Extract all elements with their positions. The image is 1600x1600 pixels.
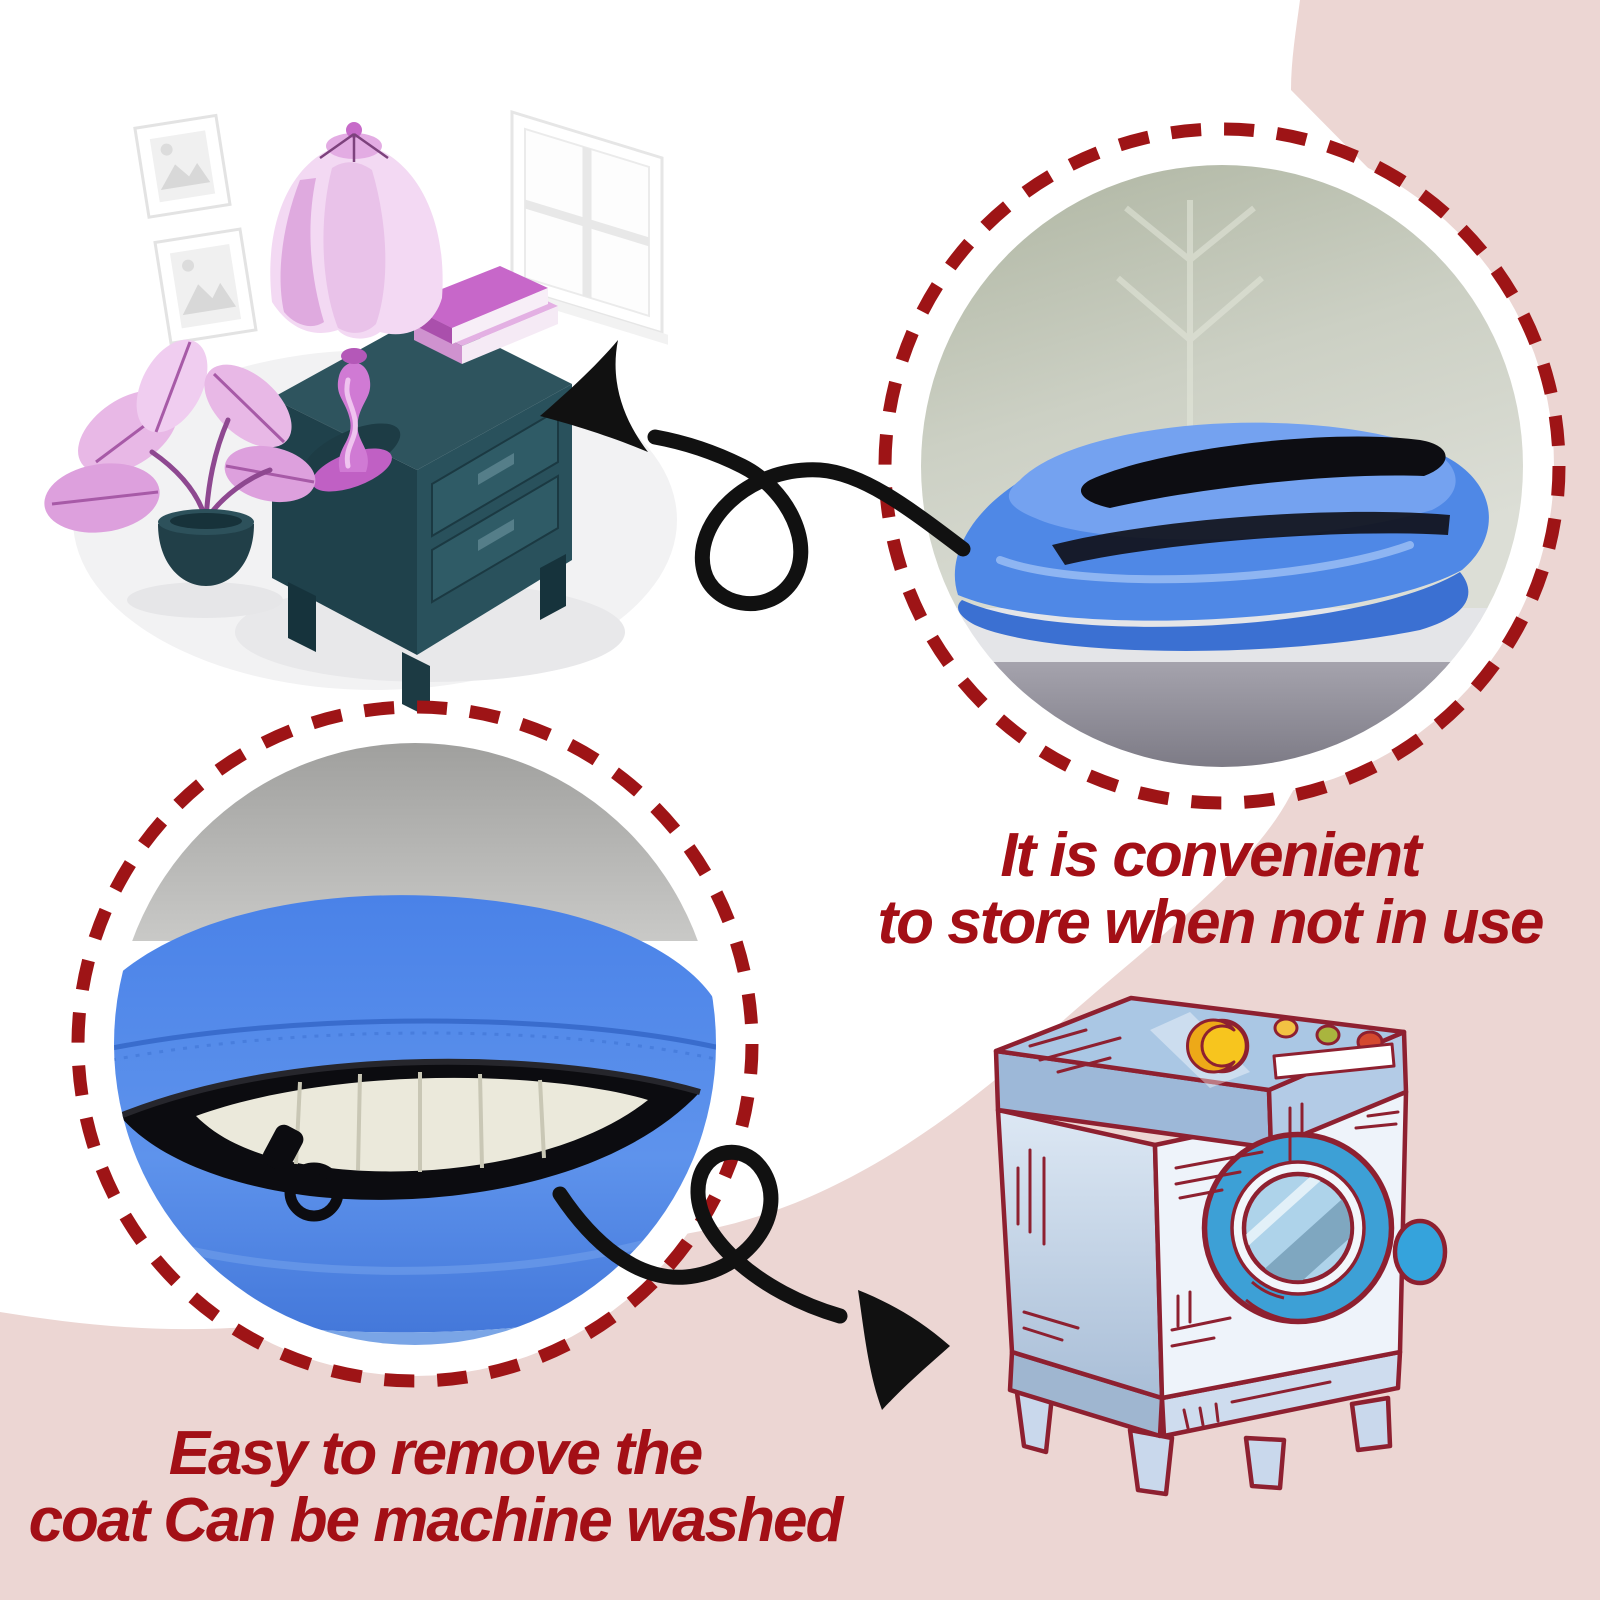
washing-machine-icon: [993, 995, 1448, 1497]
machine-side-panel: [995, 1107, 1165, 1401]
bedroom-scene: [44, 110, 677, 718]
caption-wash-line2: coat Can be machine washed: [28, 1486, 844, 1555]
dashed-border-ring: [71, 700, 759, 1388]
machine-door: [1201, 1131, 1395, 1325]
arrowhead-left: [540, 340, 648, 452]
caption-wash-line1: Easy to remove the: [168, 1419, 704, 1488]
blanket-strap: [1080, 436, 1446, 508]
dashed-border-ring: [878, 122, 1566, 810]
zipper-photo-circle: [71, 700, 759, 1388]
machine-display-slot: [1272, 1042, 1396, 1080]
window-icon: [506, 110, 668, 345]
plant-icon: [44, 339, 316, 586]
machine-leg: [1127, 1427, 1175, 1497]
storage-photo-circle: [878, 122, 1566, 810]
books-icon: [404, 266, 558, 364]
zipper-pull-ring: [284, 1162, 344, 1222]
zipper-slider: [262, 1124, 304, 1172]
liner-creases: [294, 1072, 546, 1172]
machine-leg: [1349, 1395, 1393, 1453]
machine-leg: [1243, 1435, 1287, 1491]
lamp-icon: [270, 122, 443, 492]
caption-wash: Easy to remove the coat Can be machine w…: [25, 1420, 845, 1554]
caption-store: It is convenient to store when not in us…: [820, 822, 1600, 956]
plant-shadow: [127, 582, 283, 618]
curly-arrow-to-nightstand-icon: [647, 429, 971, 612]
caption-store-line1: It is convenient: [1000, 821, 1421, 890]
zipper-pillow-photo: [114, 743, 716, 1345]
arrows: [540, 340, 971, 1410]
sketch-lines: [1016, 1028, 1400, 1430]
picture-frames-icon: [133, 113, 258, 345]
arrowhead-right: [858, 1290, 950, 1410]
wallpaper-branch: [1116, 200, 1264, 430]
curly-arrow-to-washer-icon: [552, 1144, 848, 1324]
pillow-seam: [114, 1018, 716, 1051]
caption-store-line2: to store when not in use: [877, 888, 1544, 957]
machine-button-green: [1315, 1024, 1341, 1046]
machine-button-yellow: [1273, 1017, 1299, 1039]
machine-knob: [1392, 1218, 1448, 1286]
